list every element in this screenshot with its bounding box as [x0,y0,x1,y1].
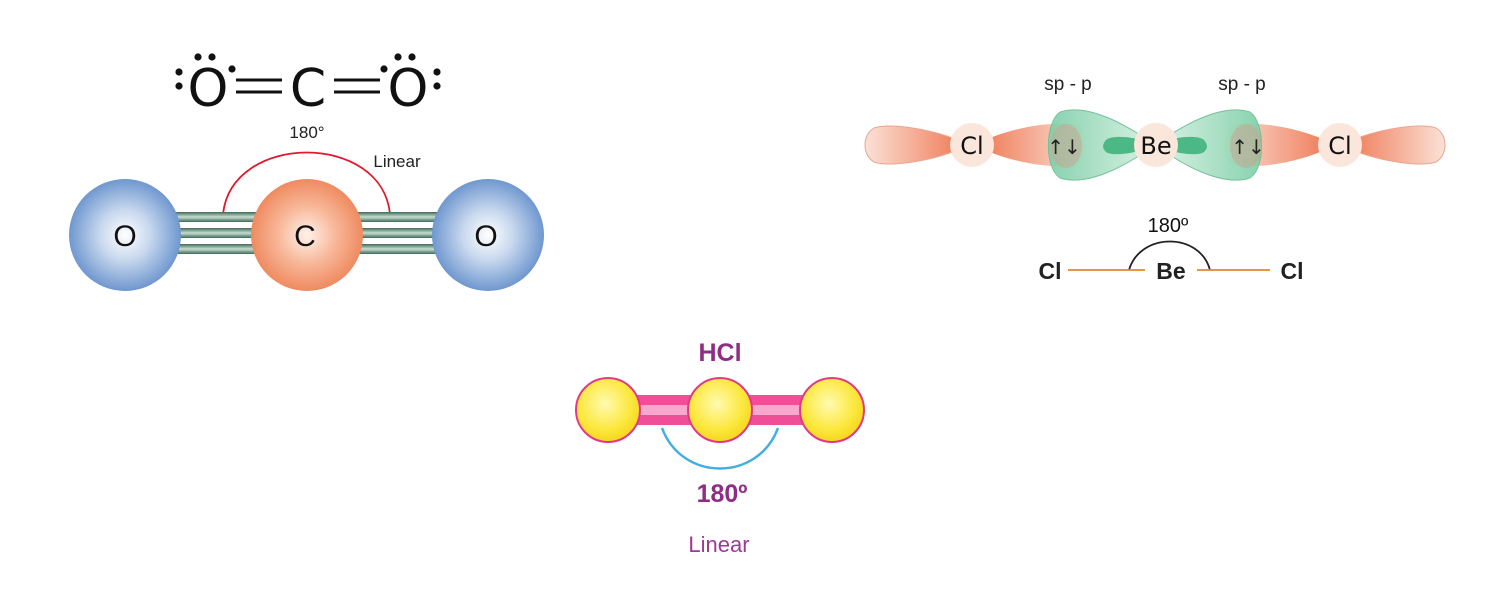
co2-right-atom-label: O [474,220,497,253]
lewis-center-carbon: C [290,59,326,119]
becl2-angle-arc [1128,240,1211,271]
cl-left-label: Cl [960,132,983,160]
lewis-double-bond-right [334,78,380,94]
cl-right-atom [1318,123,1362,167]
co2-ball-and-stick: 180° Linear O C O [69,123,544,291]
becl2-line-left-cl: Cl [1039,258,1062,284]
hcl-center-atom [687,377,753,443]
becl2-angle-label: 180º [1148,215,1189,237]
lewis-right-oxygen: O [388,59,429,119]
co2-center-atom-label: C [294,220,316,253]
overlap-label-right: sp - p [1218,74,1266,95]
hcl-shape-label: Linear [688,532,749,557]
overlap-label-left: sp - p [1044,74,1092,95]
becl2-orbital-diagram: sp - p sp - p ↑↓ ↑↓ Cl Be Cl [864,74,1446,181]
co2-angle-label: 180° [289,123,324,142]
cl-right-outer-lobe [1340,125,1446,165]
hcl-linear-model: HCl 180º Linear [575,339,865,557]
overlap-region-left [1050,124,1082,168]
electron-pair-left: ↑↓ [1047,135,1081,159]
lewis-double-bond-left [236,78,282,94]
co2-shape-label: Linear [373,152,421,171]
becl2-line-be: Be [1156,258,1185,284]
hcl-left-atom [575,377,641,443]
co2-left-oxygen-atom [69,179,181,291]
cl-left-outer-lobe [864,125,970,165]
co2-carbon-atom [251,179,363,291]
becl2-line-right-cl: Cl [1281,258,1304,284]
lone-pair-dots [175,53,441,90]
becl2-line-structure: 180º Cl Be Cl [1039,215,1304,284]
be-label: Be [1140,132,1171,160]
overlap-region-right [1230,124,1262,168]
hcl-angle-arc [660,427,780,470]
lewis-left-oxygen: O [188,59,229,119]
hcl-angle-label: 180º [697,480,748,508]
cl-left-atom [950,123,994,167]
co2-left-atom-label: O [113,220,136,253]
co2-right-oxygen-atom [432,179,544,291]
cl-right-label: Cl [1328,132,1351,160]
hcl-title: HCl [698,339,741,367]
be-atom [1134,123,1178,167]
hcl-right-atom [799,377,865,443]
co2-lewis-structure: O C O [175,53,441,119]
co2-angle-arc [222,151,391,215]
electron-pair-right: ↑↓ [1231,135,1265,159]
